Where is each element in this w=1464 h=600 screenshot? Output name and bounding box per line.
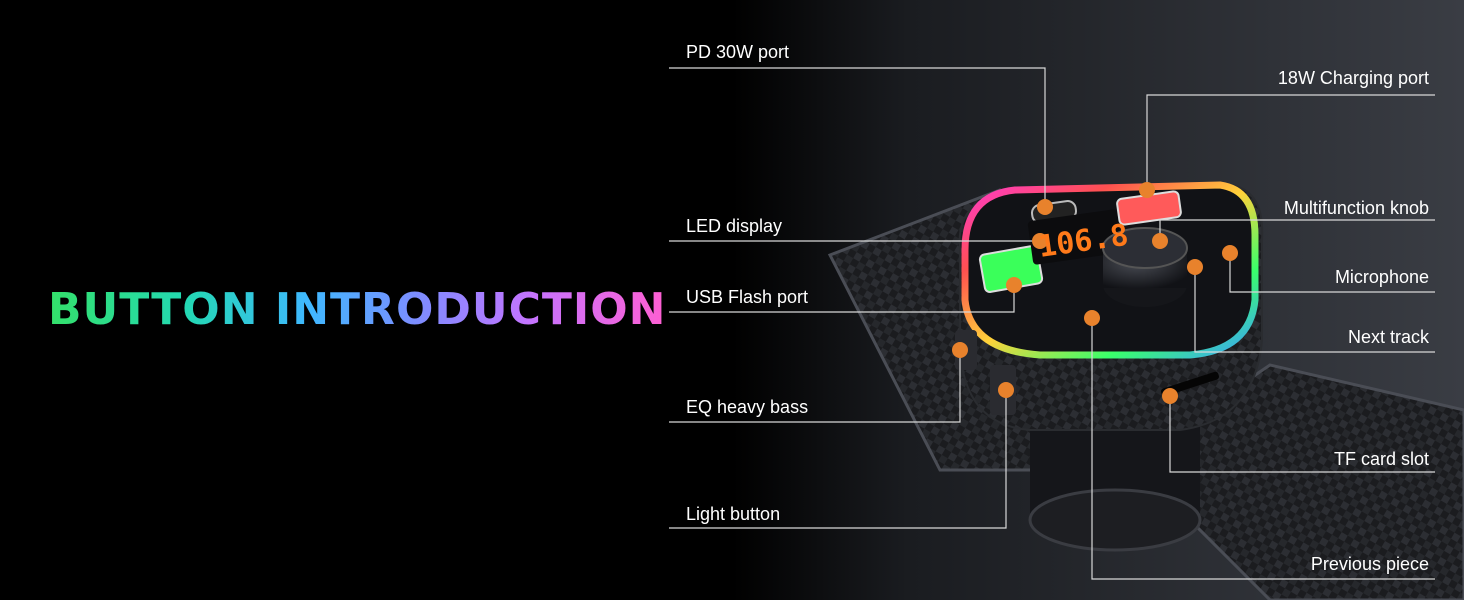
label-usb-flash-port: USB Flash port — [686, 287, 809, 307]
label-light-button: Light button — [686, 504, 781, 524]
label-microphone: Microphone — [1334, 267, 1429, 287]
page-title: BUTTON INTRODUCTION — [48, 284, 667, 335]
marker-previous-piece — [1084, 310, 1100, 326]
tf-slot-shape — [1161, 371, 1219, 397]
marker-light-button — [998, 382, 1014, 398]
label-eq-heavy-bass: EQ heavy bass — [686, 397, 809, 417]
label-multifunction-knob: Multifunction knob — [1283, 198, 1429, 218]
led-display — [1027, 209, 1123, 265]
marker-pd-port — [1037, 199, 1053, 215]
leader-charging-port — [1146, 94, 1435, 190]
leader-next-track — [1194, 267, 1435, 353]
label-pd-port: PD 30W port — [686, 42, 790, 62]
leader-tf-card-slot — [1169, 396, 1435, 473]
marker-eq-heavy-bass — [952, 342, 968, 358]
leader-multifunction-knob — [1159, 219, 1435, 241]
marker-charging-port — [1139, 182, 1155, 198]
leader-usb-flash-port — [669, 285, 1015, 313]
marker-led-display — [1032, 233, 1048, 249]
label-next-track: Next track — [1347, 327, 1429, 347]
leader-previous-piece — [1091, 318, 1435, 580]
marker-multifunction-knob — [1152, 233, 1168, 249]
leader-pd-port — [669, 67, 1046, 207]
device-display-readout: 106.8 — [1036, 218, 1130, 265]
marker-usb-flash-port — [1006, 277, 1022, 293]
marker-tf-card-slot — [1162, 388, 1178, 404]
marker-next-track — [1187, 259, 1203, 275]
marker-microphone — [1222, 245, 1238, 261]
label-charging-port: 18W Charging port — [1277, 68, 1429, 88]
label-tf-card-slot: TF card slot — [1333, 449, 1429, 469]
leader-microphone — [1229, 253, 1435, 293]
leader-eq-heavy-bass — [669, 350, 961, 423]
leader-light-button — [669, 390, 1007, 529]
label-led-display: LED display — [686, 216, 783, 236]
label-previous-piece: Previous piece — [1310, 554, 1429, 574]
